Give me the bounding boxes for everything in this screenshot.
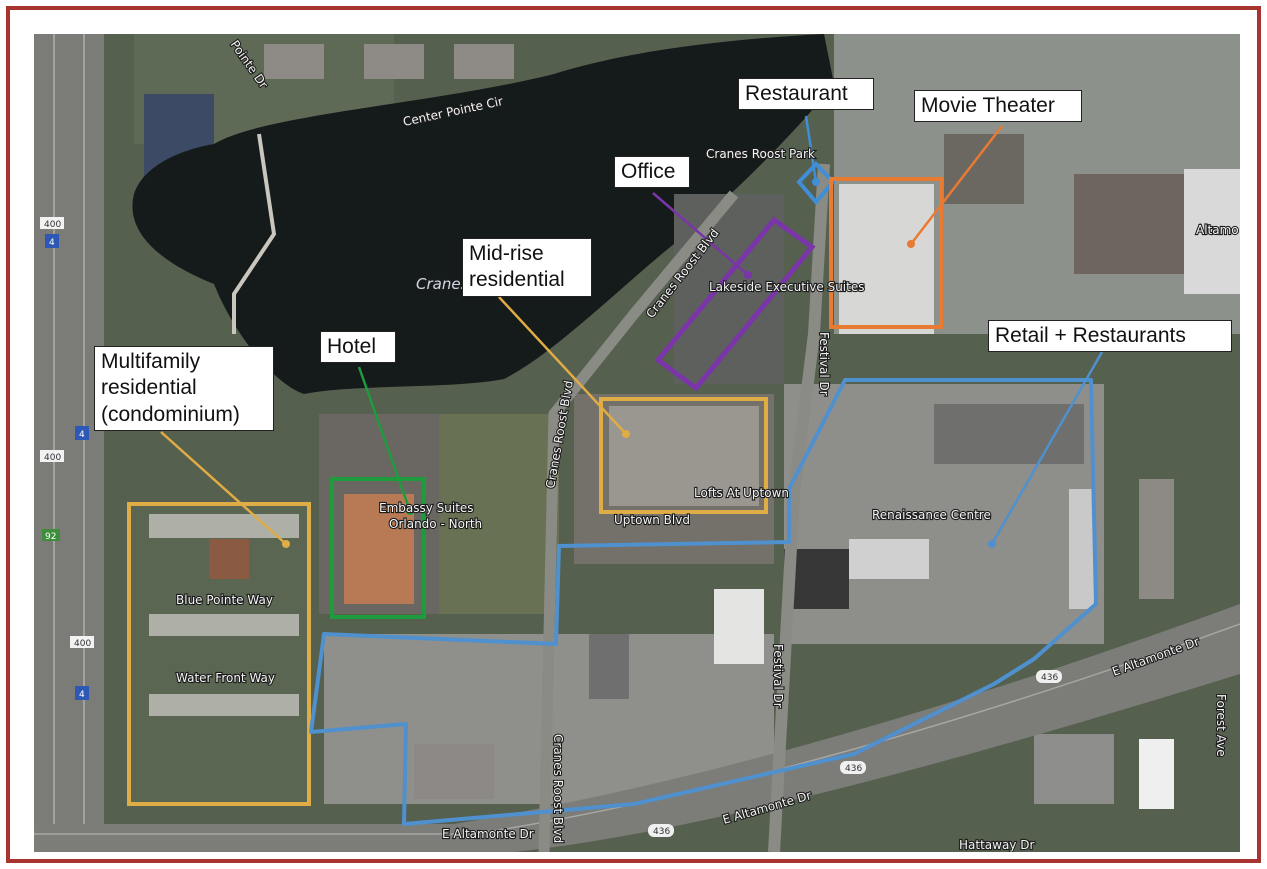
hwy-4-label-c: 4 xyxy=(79,690,85,700)
building-roof xyxy=(149,694,299,716)
hwy-436-shield xyxy=(648,824,674,837)
embassy-suites-sub-label: Orlando - North xyxy=(389,517,482,531)
cranes-roost-park-label: Cranes Roost Park xyxy=(706,147,815,161)
hwy-400-shield xyxy=(40,450,64,462)
building-roof xyxy=(944,134,1024,204)
office-leader xyxy=(652,192,749,276)
interstate-shield xyxy=(75,686,89,700)
e-altamonte-dr-label-1: E Altamonte Dr xyxy=(442,827,534,841)
hotel-leader xyxy=(357,366,412,512)
hwy-400-label-a: 400 xyxy=(44,220,61,230)
lofts-at-uptown-label: Lofts At Uptown xyxy=(694,486,789,500)
building-roof xyxy=(1034,734,1114,804)
building-roof xyxy=(1074,174,1184,274)
retail-leader xyxy=(990,351,1104,545)
building-roof xyxy=(149,614,299,636)
forest-ave-label: Forest Ave xyxy=(1214,694,1228,757)
hotel-roof xyxy=(344,494,414,604)
renaissance-centre-label: Renaissance Centre xyxy=(872,508,991,522)
hwy-400-shield xyxy=(40,217,64,229)
cranes-lake-label: Cranes xyxy=(416,275,469,293)
water-front-way-label: Water Front Way xyxy=(176,671,275,685)
movie-leader-dot xyxy=(907,240,915,248)
cranes-roost-blvd-south-label: Cranes Roost Blvd xyxy=(551,734,565,843)
boardwalk xyxy=(232,133,277,334)
hwy-436-shield xyxy=(840,761,866,774)
building-roof xyxy=(414,744,494,799)
retail-roof xyxy=(849,539,929,579)
hwy-400-label-c: 400 xyxy=(74,639,91,649)
blue-pointe-way-label: Blue Pointe Way xyxy=(176,593,273,607)
festival-dr-north-label: Festival Dr xyxy=(817,332,831,396)
cranes-roost-lake xyxy=(132,34,834,394)
lakeside-executive-suites-label: Lakeside Executive Suites xyxy=(709,280,864,294)
building-roof xyxy=(1139,739,1174,809)
us-route-shield xyxy=(42,529,60,541)
hattaway-dr-label: Hattaway Dr xyxy=(959,838,1034,852)
hotel-outline[interactable] xyxy=(330,477,426,619)
midrise-leader xyxy=(498,296,627,435)
midrise-leader-dot xyxy=(622,430,630,438)
multifamily-leader-dot xyxy=(282,540,290,548)
movie-theater-outline[interactable] xyxy=(829,177,943,329)
hwy-436-label-c: 436 xyxy=(653,827,670,837)
building-roof xyxy=(264,44,324,79)
embassy-suites-label: Embassy Suites xyxy=(379,501,474,515)
hwy-400-label-b: 400 xyxy=(44,453,61,463)
hwy-4-label-b: 4 xyxy=(79,430,85,440)
office-callout: Office xyxy=(614,156,690,189)
building-roof xyxy=(364,44,424,79)
interstate-shield xyxy=(45,234,59,248)
midrise-callout: Mid-rise residential xyxy=(462,238,592,297)
festival-dr xyxy=(768,163,830,852)
office-outline[interactable] xyxy=(654,216,816,392)
interstate-4 xyxy=(34,34,104,852)
hwy-92-label: 92 xyxy=(45,532,56,542)
midrise-outline[interactable] xyxy=(599,397,768,514)
multifamily-outline[interactable] xyxy=(127,502,311,806)
interstate-shield xyxy=(75,426,89,440)
vacant-lot xyxy=(439,414,559,614)
office-leader-dot xyxy=(744,271,752,279)
retail-roof xyxy=(1069,489,1094,609)
movie-leader xyxy=(910,125,1003,245)
retail-callout: Retail + Restaurants xyxy=(988,320,1232,353)
restaurant-callout: Restaurant xyxy=(738,78,874,111)
hwy-4-label-a: 4 xyxy=(49,238,55,248)
hwy-436-label-b: 436 xyxy=(845,764,862,774)
hwy-400-shield xyxy=(70,636,94,648)
restaurant-leader xyxy=(804,115,818,183)
retail-outline[interactable] xyxy=(309,378,1098,826)
building-roof xyxy=(1139,479,1174,599)
hwy-436-shield xyxy=(1036,670,1062,683)
court xyxy=(209,539,249,579)
building-roof xyxy=(454,44,514,79)
uptown-blvd-label: Uptown Blvd xyxy=(614,513,690,527)
retail-roof xyxy=(934,404,1084,464)
movie-theater-callout: Movie Theater xyxy=(914,90,1082,123)
building-roof xyxy=(1184,169,1240,294)
multifamily-leader xyxy=(160,431,287,545)
satellite-map[interactable]: Center Pointe Cir Pointe Dr Cranes Roost… xyxy=(34,34,1240,852)
theater-roof xyxy=(839,184,934,334)
restaurant-leader-dot xyxy=(812,178,820,186)
hotel-callout: Hotel xyxy=(320,331,396,364)
cranes-roost-blvd xyxy=(538,190,739,852)
altamonte-label: Altamo xyxy=(1196,223,1239,237)
hwy-436-label-a: 436 xyxy=(1041,673,1058,683)
building-roof xyxy=(609,406,759,506)
multifamily-callout: Multifamily residential (condominium) xyxy=(94,346,274,431)
hotel-leader-dot xyxy=(406,507,414,515)
retail-leader-dot xyxy=(988,540,996,548)
building-roof xyxy=(714,589,764,664)
festival-dr-south-label: Festival Dr xyxy=(771,644,785,708)
building-roof xyxy=(589,634,629,699)
